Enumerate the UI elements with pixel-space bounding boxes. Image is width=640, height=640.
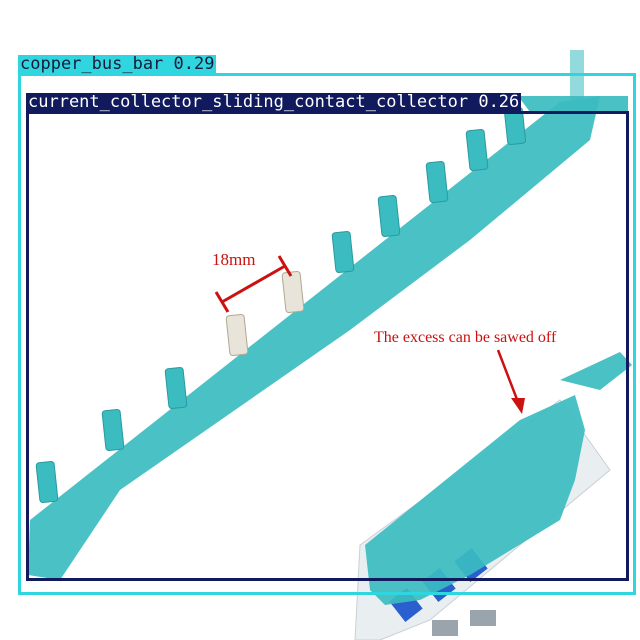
- dimension-marker: [214, 255, 293, 313]
- callout-arrow: [496, 349, 525, 414]
- dimension-label: 18mm: [212, 250, 256, 269]
- busbar-pins: [35, 106, 527, 504]
- callout-text: The excess can be sawed off: [374, 329, 557, 346]
- detection-box-current-collector: [26, 111, 629, 581]
- detection-box-copper-bus-bar: [18, 73, 636, 595]
- detection-label-copper-bus-bar: copper_bus_bar 0.29: [18, 54, 217, 74]
- detection-label-current-collector: current_collector_sliding_contact_collec…: [26, 92, 522, 112]
